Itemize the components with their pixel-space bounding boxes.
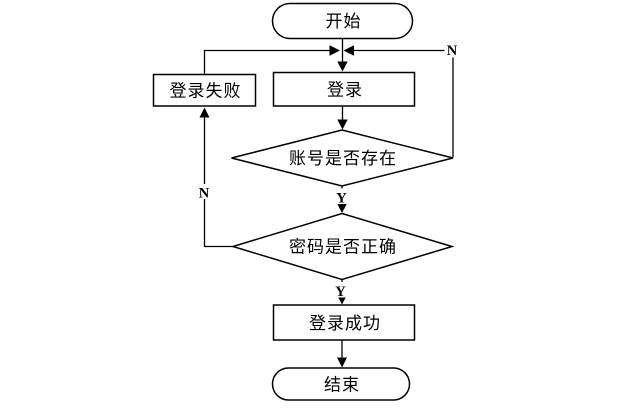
- node-accountexists-shape: [231, 129, 454, 187]
- arrowhead-into-end: [337, 357, 347, 368]
- node-shapes: [152, 2, 455, 401]
- node-passwordcorrect-shape: [230, 212, 455, 281]
- label-bg-accountexists-yes: [333, 188, 350, 204]
- edge-passwordcorrect-no: [203, 117, 233, 248]
- edge-label-backgrounds: [196, 184, 350, 298]
- arrowhead-into-login: [337, 61, 348, 72]
- arrowhead-junction-right: [343, 45, 354, 56]
- label-passwordcorrect-no: N: [199, 186, 210, 202]
- node-login-shape: [272, 71, 416, 107]
- node-accountexists-label: 账号是否存在: [289, 149, 397, 168]
- arrowhead-into-accountexists: [337, 119, 348, 130]
- node-end-shape: [271, 367, 411, 401]
- label-passwordcorrect-yes: Y: [335, 284, 346, 300]
- edge-loginfailed-to-junction: [203, 49, 330, 74]
- node-start-label: 开始: [326, 12, 362, 31]
- node-loginfailed-label: 登录失败: [170, 82, 242, 101]
- arrowheads: [199, 45, 354, 368]
- node-labels: 开始 登录 登录失败 账号是否存在 密码是否正确 登录成功 结束: [170, 12, 397, 395]
- label-bg-passwordcorrect-no: [196, 184, 212, 199]
- node-loginsuccess-label: 登录成功: [309, 314, 381, 333]
- edge-labels: Y N Y N: [199, 43, 458, 300]
- node-end-label: 结束: [324, 376, 360, 395]
- node-start-shape: [271, 2, 414, 40]
- node-loginfailed-shape: [152, 73, 257, 107]
- arrowhead-into-loginfailed: [199, 107, 210, 118]
- arrowhead-into-passwordcorrect: [337, 203, 347, 213]
- label-bg-passwordcorrect-yes: [332, 282, 349, 298]
- arrowhead-junction-left: [329, 45, 340, 56]
- label-accountexists-yes: Y: [336, 191, 347, 207]
- node-loginsuccess-shape: [272, 304, 416, 341]
- node-passwordcorrect-label: 密码是否正确: [289, 238, 397, 257]
- node-login-label: 登录: [327, 81, 363, 100]
- label-accountexists-no: N: [447, 43, 458, 59]
